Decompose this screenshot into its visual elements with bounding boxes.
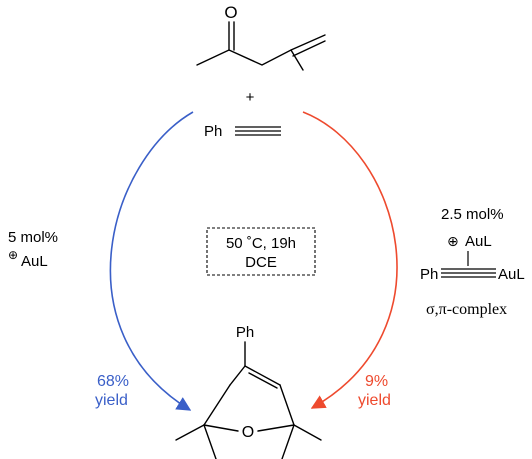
- blue-reaction-arrow: [109, 111, 194, 411]
- left-catalyst-loading: 5 mol%: [8, 229, 58, 246]
- alkyne-triple-bond: [235, 126, 281, 136]
- right-yield-label: yield: [358, 392, 391, 409]
- alkyne-phenyl-label: Ph: [204, 123, 222, 140]
- right-catalyst-sigma-species: AuL: [498, 266, 525, 283]
- right-catalyst-description: σ,π-complex: [426, 301, 507, 318]
- left-yield-label: yield: [95, 392, 128, 409]
- ketone-oxygen: O: [224, 3, 237, 22]
- conditions-box: [206, 227, 316, 276]
- conditions-solvent: DCE: [245, 254, 277, 271]
- left-yield-value: 68%: [97, 373, 129, 390]
- conditions-temperature-time: 50 ˚C, 19h: [226, 235, 296, 252]
- right-catalyst-charge: ⊕: [447, 233, 459, 249]
- right-catalyst-top-species: AuL: [465, 233, 492, 250]
- complex-triple-bond: [441, 268, 496, 278]
- product-phenyl-label: Ph: [236, 324, 254, 341]
- right-catalyst-phenyl: Ph: [420, 266, 438, 283]
- reactant-ketone: [196, 21, 326, 71]
- left-catalyst-species: AuL: [21, 253, 48, 270]
- right-catalyst-loading: 2.5 mol%: [441, 206, 504, 223]
- product-skeleton: [175, 341, 322, 459]
- left-catalyst-charge: ⊕: [8, 248, 18, 262]
- red-reaction-arrow: [302, 111, 398, 409]
- right-yield-value: 9%: [365, 373, 388, 390]
- product-bridge-oxygen: O: [242, 424, 254, 441]
- plus-sign: +: [246, 89, 255, 106]
